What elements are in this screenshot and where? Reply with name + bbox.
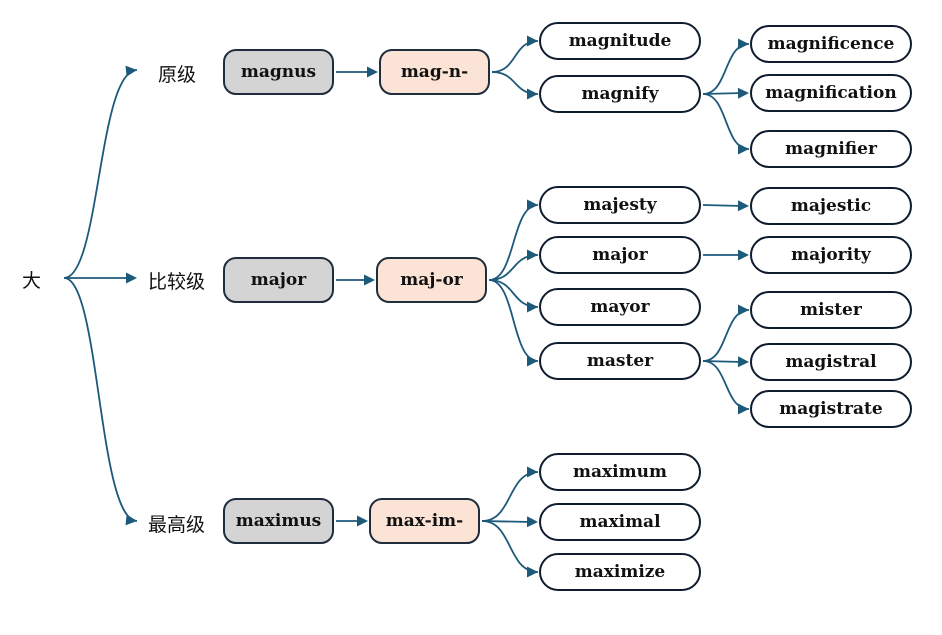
word-magnitude: magnitude <box>539 22 701 60</box>
connector-line <box>702 309 750 362</box>
arrowhead <box>737 200 749 212</box>
connector-line <box>702 43 750 95</box>
arrowhead <box>527 301 538 313</box>
word-magistrate: magistrate <box>750 390 912 428</box>
arrowhead <box>364 274 375 286</box>
arrowhead <box>527 35 538 47</box>
arrowhead <box>125 65 137 77</box>
connector-line <box>488 279 539 308</box>
word-magnification: magnification <box>750 74 912 112</box>
root-meaning-label: 大 <box>22 270 42 292</box>
word-mayor: mayor <box>539 288 701 326</box>
degree-label-positive: 原级 <box>158 64 197 86</box>
connector-line <box>481 520 539 573</box>
connector-line <box>488 254 539 281</box>
arrowhead <box>126 272 137 284</box>
word-major: major <box>539 236 701 274</box>
arrowhead <box>737 87 749 99</box>
word-maximize: maximize <box>539 553 701 591</box>
word-magnify: magnify <box>539 75 701 113</box>
arrowhead <box>738 143 749 155</box>
arrowhead <box>737 356 749 368</box>
connector-line <box>481 520 533 523</box>
arrowhead <box>527 249 538 261</box>
word-majority: majority <box>750 236 912 274</box>
connector-line <box>702 204 744 207</box>
arrowhead <box>738 249 749 261</box>
arrowhead <box>738 38 749 50</box>
word-magistral: magistral <box>750 343 912 381</box>
word-master: master <box>539 342 701 380</box>
arrowhead <box>738 403 749 415</box>
arrowhead <box>367 66 378 78</box>
arrowhead <box>527 88 538 100</box>
word-mister: mister <box>750 291 912 329</box>
word-majestic: majestic <box>750 187 912 225</box>
connector-line <box>702 93 750 150</box>
latin-word-maximus: maximus <box>223 498 334 544</box>
arrowhead <box>527 199 538 211</box>
stem-maj-or: maj-or <box>376 257 487 303</box>
connector-line <box>63 69 138 279</box>
word-majesty: majesty <box>539 186 701 224</box>
stem-max-im: max-im- <box>369 498 480 544</box>
degree-label-superlative: 最高级 <box>148 514 206 536</box>
arrowhead <box>125 514 137 526</box>
word-magnificence: magnificence <box>750 25 912 63</box>
connector-line <box>702 92 744 95</box>
stem-mag-n: mag-n- <box>379 49 490 95</box>
latin-word-magnus: magnus <box>223 49 334 95</box>
word-magnifier: magnifier <box>750 130 912 168</box>
word-maximum: maximum <box>539 453 701 491</box>
arrowhead <box>527 466 538 478</box>
arrowhead <box>526 516 538 528</box>
arrowhead <box>357 515 368 527</box>
degree-label-comparative: 比较级 <box>148 271 206 293</box>
word-maximal: maximal <box>539 503 701 541</box>
connector-line <box>702 360 744 363</box>
connector-line <box>481 471 539 522</box>
latin-word-major: major <box>223 257 334 303</box>
arrowhead <box>738 304 749 316</box>
connector-line <box>702 360 750 410</box>
connector-line <box>63 277 138 522</box>
arrowhead <box>527 355 538 367</box>
connector-line <box>491 40 539 73</box>
arrowhead <box>527 566 538 578</box>
